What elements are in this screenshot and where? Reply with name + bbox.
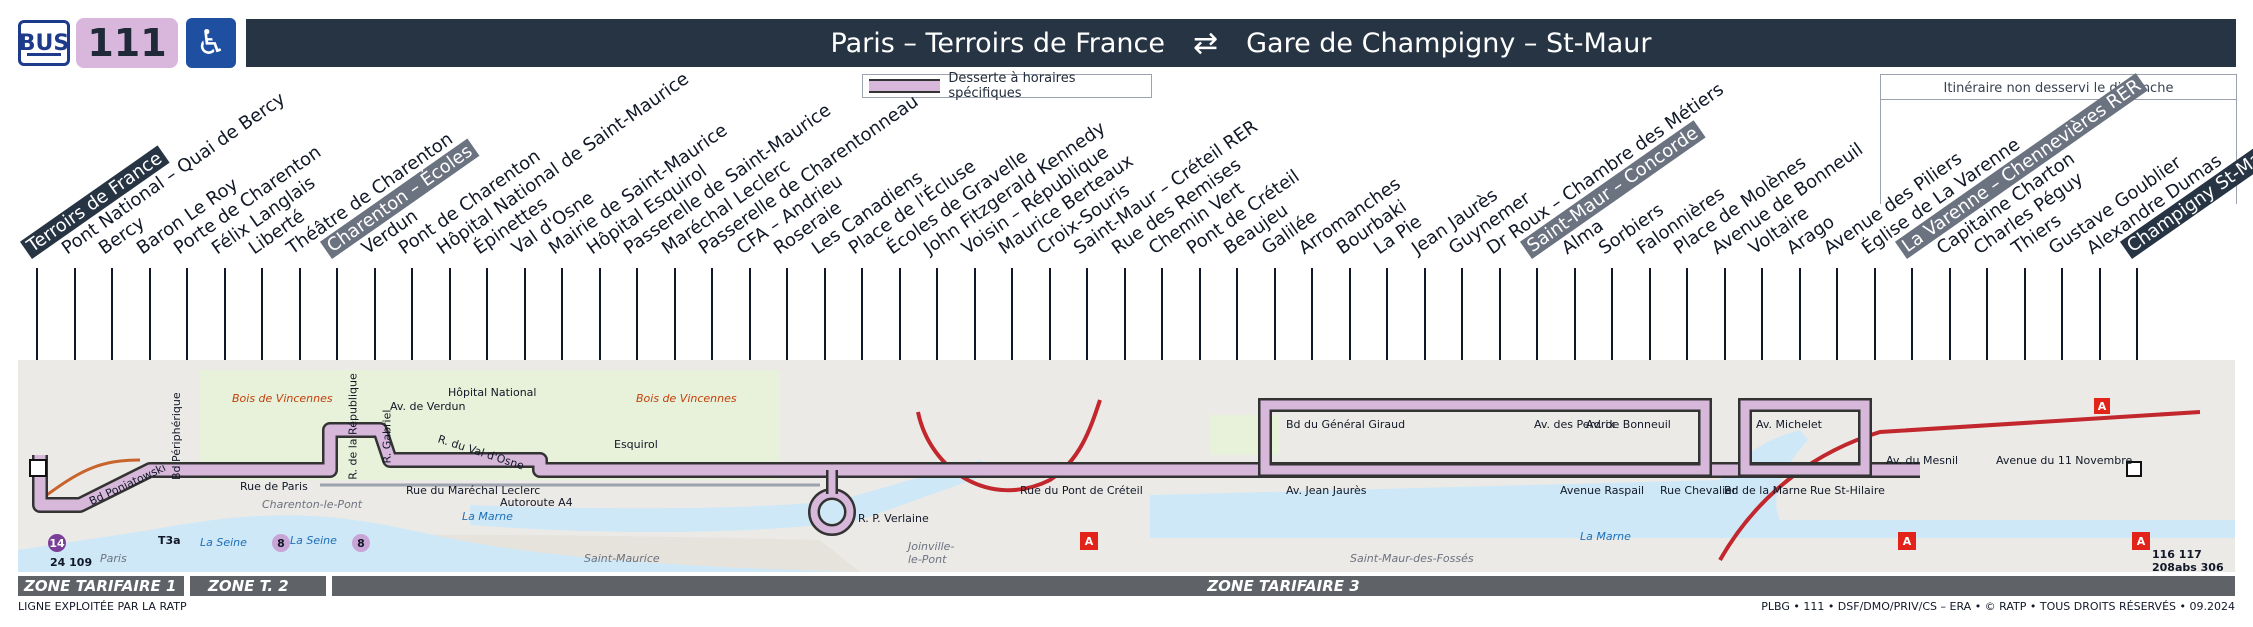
label-rue-st-hilaire: Rue St-Hilaire — [1810, 484, 1885, 497]
label-rue-marechal-leclerc: Rue du Maréchal Leclerc — [406, 484, 541, 497]
route-destination: Gare de Champigny – St-Maur — [1246, 27, 1652, 59]
legend: Desserte à horaires spécifiques — [862, 71, 1152, 101]
route-loop-giraud — [1260, 400, 1710, 475]
metro-14-badge: 14 — [48, 534, 66, 552]
zone-2-label: ZONE T. 2 — [208, 577, 289, 595]
seine-river — [18, 515, 860, 572]
zone-3-label: ZONE TARIFAIRE 3 — [1207, 577, 1360, 595]
label-r-republique: R. de la République — [346, 373, 360, 480]
label-la-marne-1: La Marne — [462, 510, 513, 523]
metro-8-badge-b: 8 — [352, 534, 370, 552]
zone-2-bar: ZONE T. 2 — [190, 576, 326, 596]
rer-a-label-2: A — [1902, 534, 1912, 548]
label-bois-vincennes-2: Bois de Vincennes — [636, 392, 737, 405]
label-la-seine-1: La Seine — [200, 536, 247, 549]
label-av-de-bonneuil: Av. de Bonneuil — [1586, 418, 1671, 431]
rer-a-label-4: A — [2097, 399, 2107, 413]
label-av-du-mesnil: Av. du Mesnil — [1886, 454, 1959, 467]
zone-1-bar: ZONE TARIFAIRE 1 — [18, 576, 184, 596]
metro-8-badge-a: 8 — [272, 534, 290, 552]
route-map — [18, 360, 2235, 572]
metro-8-label-a: 8 — [277, 536, 285, 550]
label-avenue-11-novembre: Avenue du 11 Novembre — [1996, 454, 2133, 467]
label-autoroute: Autoroute A4 — [500, 496, 573, 509]
label-saint-maurice: Saint-Maurice — [584, 552, 660, 565]
bus-24-109: 24 109 — [50, 556, 93, 569]
route-title-bar: Paris – Terroirs de France ⇄ Gare de Cha… — [246, 19, 2236, 67]
label-rue-de-paris: Rue de Paris — [240, 480, 308, 493]
label-rp-verlaine: R. P. Verlaine — [858, 512, 929, 525]
label-saint-maur: Saint-Maur-des-Fossés — [1350, 552, 1474, 565]
metro-8-label-b: 8 — [357, 536, 365, 550]
rer-a-badge-3: A — [2132, 532, 2150, 550]
label-av-des-perdrix: Av. des Perdrix — [1534, 418, 1615, 431]
footer-operator: LIGNE EXPLOITÉE PAR LA RATP — [18, 600, 187, 613]
marne-river-east — [1150, 430, 2235, 538]
route-line — [34, 424, 1920, 511]
label-rue-chevalier: Rue Chevalier — [1660, 484, 1737, 497]
label-bois-vincennes-1: Bois de Vincennes — [232, 392, 333, 405]
wheelchair-icon: ♿ — [186, 18, 236, 68]
metro-14-label: 14 — [49, 536, 65, 550]
label-joinville: Joinville-le-Pont — [908, 540, 955, 566]
label-av-jean-jaures: Av. Jean Jaurès — [1286, 484, 1367, 497]
route-origin: Paris – Terroirs de France — [830, 27, 1165, 59]
label-charenton: Charenton-le-Pont — [262, 498, 363, 511]
label-bd-peripherique: Bd Périphérique — [170, 392, 183, 480]
label-av-michelet: Av. Michelet — [1756, 418, 1822, 431]
label-bd-de-la-marne: Bd de la Marne — [1724, 484, 1807, 497]
rer-a-badge-1: A — [1080, 532, 1098, 550]
legend-label: Desserte à horaires spécifiques — [948, 71, 1076, 101]
peripherique-road — [39, 458, 141, 502]
label-rue-pont-de-creteil: Rue du Pont de Créteil — [1020, 484, 1143, 497]
footer-credits: PLBG • 111 • DSF/DMO/PRIV/CS – ERA • © R… — [1761, 600, 2235, 613]
rer-a-label-3: A — [2136, 534, 2146, 548]
bus-mode-badge: BUS — [18, 20, 70, 66]
zone-3-bar: ZONE TARIFAIRE 3 — [332, 576, 2235, 596]
tram-t3a: T3a — [158, 534, 181, 547]
label-r-gabriel: R. Gabriel — [380, 409, 394, 464]
rer-a-line-1 — [916, 399, 1102, 493]
label-av-verdun: Av. de Verdun — [390, 400, 466, 413]
line-number-badge: 111 — [76, 18, 178, 68]
terminus-east — [2126, 461, 2142, 477]
label-paris: Paris — [100, 552, 127, 565]
bus-mode-label: BUS — [18, 30, 70, 56]
rer-a-label-1: A — [1084, 534, 1094, 548]
label-avenue-raspail: Avenue Raspail — [1560, 484, 1645, 497]
zone-1-label: ZONE TARIFAIRE 1 — [24, 577, 177, 595]
terminus-west — [29, 459, 47, 477]
line-number: 111 — [87, 21, 167, 65]
label-hopital-national: Hôpital National — [448, 386, 537, 399]
double-arrow-icon: ⇄ — [1192, 25, 1219, 61]
label-la-marne-2: La Marne — [1580, 530, 1631, 543]
rer-a-badge-4: A — [2094, 398, 2110, 414]
label-bd-general-giraud: Bd du Général Giraud — [1286, 418, 1406, 431]
route-loop-michelet — [1740, 400, 1870, 475]
marne-river-west — [470, 460, 1000, 532]
label-esquirol: Esquirol — [614, 438, 658, 451]
label-la-seine-2: La Seine — [290, 534, 337, 547]
rer-a-badge-2: A — [1898, 532, 1916, 550]
legend-swatch — [869, 79, 941, 93]
